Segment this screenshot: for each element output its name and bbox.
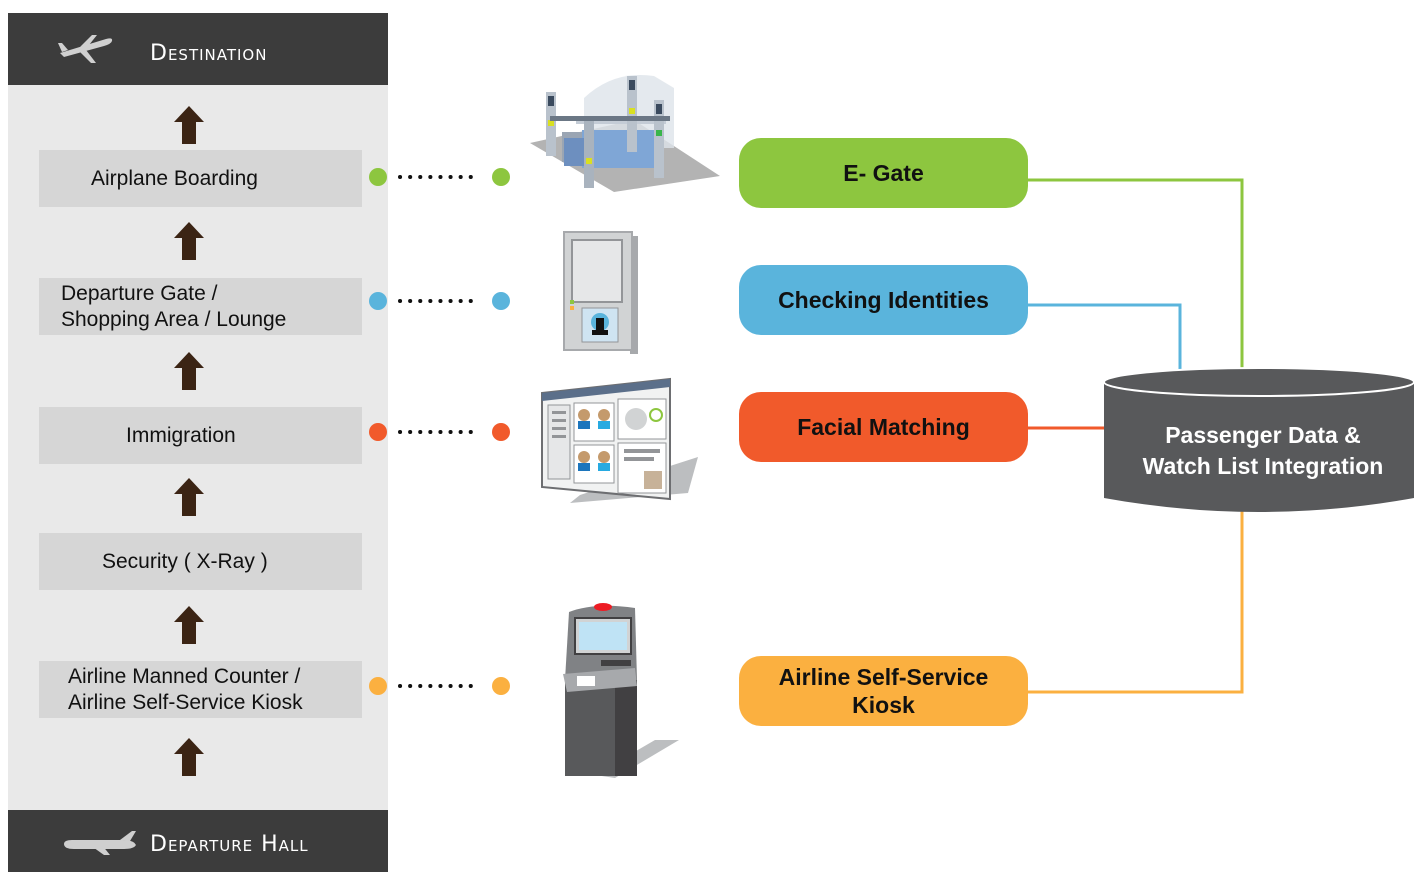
service-checking-identities: Checking Identities [739, 265, 1028, 335]
service-label-line2: Kiosk [852, 692, 915, 718]
connector-self-service-kiosk [369, 677, 510, 695]
facial-matching-screen-icon [541, 377, 698, 503]
departure-hall-bar: Departure Hall [8, 810, 388, 872]
self-service-kiosk-icon [563, 603, 679, 778]
airplane-icon [58, 35, 113, 63]
line-e-gate [1028, 178, 1244, 380]
database-label-line1: Passenger Data & [1165, 422, 1361, 448]
airplane-icon [64, 831, 136, 855]
service-label: E- Gate [843, 160, 924, 186]
database-label-line2: Watch List Integration [1142, 453, 1384, 479]
identity-kiosk-icon [563, 231, 638, 354]
step-airplane-boarding: Airplane Boarding [39, 150, 362, 207]
departure-hall-title: Departure Hall [150, 832, 309, 857]
e-gate-icon [530, 74, 720, 192]
step-immigration: Immigration [39, 407, 362, 464]
arrow-up-icon [174, 738, 204, 776]
service-e-gate: E- Gate [739, 138, 1028, 208]
step-check-in: Airline Manned Counter / Airline Self-Se… [39, 661, 362, 718]
service-airline-self-service-kiosk: Airline Self-Service Kiosk [739, 656, 1028, 726]
database-label: Passenger Data & Watch List Integration [1104, 420, 1420, 482]
destination-bar: Destination [8, 13, 388, 85]
database-icon [1103, 367, 1415, 512]
destination-title: Destination [150, 41, 268, 66]
service-facial-matching: Facial Matching [739, 392, 1028, 462]
connector-e-gate [369, 168, 510, 186]
step-label: Shopping Area / Lounge [61, 307, 287, 331]
step-label: Airplane Boarding [91, 166, 258, 190]
arrow-up-icon [174, 222, 204, 260]
database-connectors [1028, 178, 1244, 694]
service-label-line1: Airline Self-Service [778, 664, 989, 690]
connector-facial-matching [369, 423, 510, 441]
step-label: Airline Manned Counter / [68, 664, 301, 688]
step-label: Departure Gate / [61, 281, 218, 305]
dotted-connectors [369, 168, 510, 695]
step-security: Security ( X-Ray ) [39, 533, 362, 590]
step-label: Airline Self-Service Kiosk [68, 690, 303, 714]
connector-checking-identities [369, 292, 510, 310]
line-self-service-kiosk [1028, 510, 1244, 694]
arrow-up-icon [174, 478, 204, 516]
service-label: Checking Identities [778, 287, 989, 313]
service-label: Facial Matching [797, 414, 970, 440]
arrow-up-icon [174, 606, 204, 644]
step-label: Immigration [126, 423, 236, 447]
step-label: Security ( X-Ray ) [102, 549, 268, 573]
arrow-up-icon [174, 106, 204, 144]
arrow-up-icon [174, 352, 204, 390]
step-departure-gate: Departure Gate / Shopping Area / Lounge [39, 278, 362, 335]
line-checking-identities [1028, 303, 1182, 380]
